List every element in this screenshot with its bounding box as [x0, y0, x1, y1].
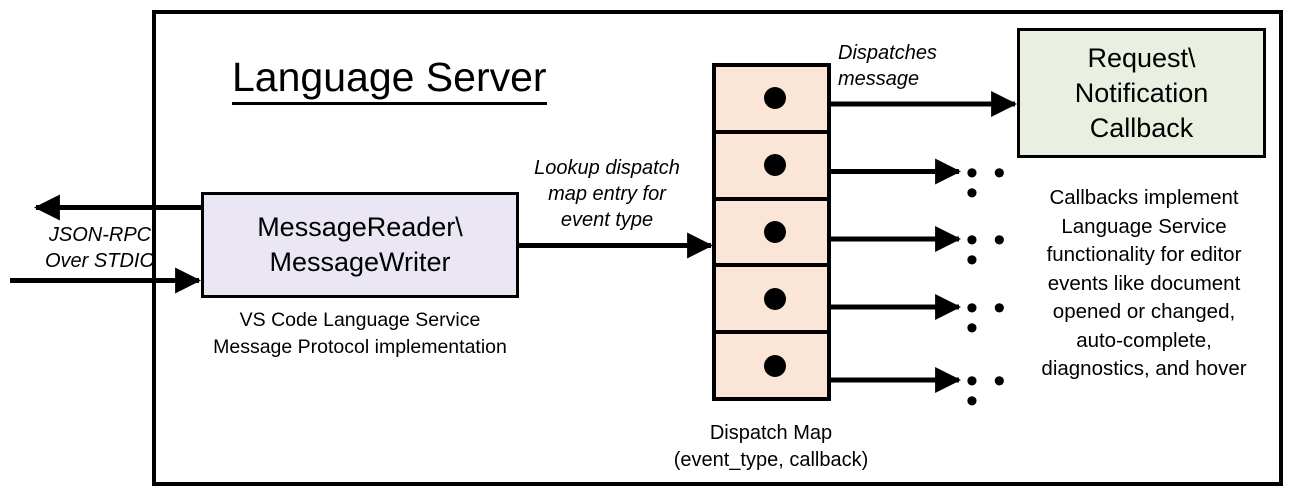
message-box-caption-line2: Message Protocol implementation [213, 336, 507, 358]
dispatch-map-row[interactable] [716, 134, 827, 201]
callback-entry-dot-icon [764, 220, 786, 243]
message-box-caption: VS Code Language Service Message Protoco… [186, 307, 534, 361]
dispatch-map-row[interactable] [716, 334, 827, 397]
dispatch-map-row[interactable] [716, 267, 827, 335]
external-protocol-label-line1: JSON-RPC [48, 224, 152, 246]
callback-box-line1: Request\ [1087, 42, 1196, 73]
dispatch-map-caption-line1: Dispatch Map [709, 422, 833, 444]
callback-entry-dot-icon [764, 154, 786, 177]
external-protocol-label-line2: Over STDIO [44, 250, 155, 272]
ellipsis-row-3: • • • [966, 221, 1009, 279]
callback-caption-line4: events like document [1047, 271, 1241, 295]
diagram-title-text: Language Server [232, 54, 547, 105]
dispatch-map-caption-line2: (event_type, callback) [673, 449, 869, 471]
dispatch-map-row[interactable] [716, 67, 827, 134]
message-box-caption-line1: VS Code Language Service [239, 309, 481, 331]
external-protocol-label: JSON-RPC Over STDIO [20, 222, 180, 274]
language-server-boundary [152, 10, 1283, 486]
message-box-line2: MessageWriter [269, 247, 451, 277]
ellipsis-row-5: • • • [966, 362, 1009, 420]
callback-caption-line2: Language Service [1061, 214, 1227, 238]
message-reader-writer-box[interactable]: MessageReader\ MessageWriter [201, 192, 519, 298]
ellipsis-row-2: • • • [966, 154, 1009, 212]
lookup-edge-label-line3: event type [560, 209, 654, 231]
dispatch-edge-label: Dispatches message [838, 40, 998, 92]
callback-box-line3: Callback [1089, 112, 1194, 143]
lookup-edge-label-line2: map entry for [548, 183, 666, 205]
callback-caption-line5: opened or changed, [1052, 300, 1236, 323]
message-box-line1: MessageReader\ [257, 212, 463, 242]
callback-caption-line3: functionality for editor [1046, 243, 1242, 266]
callback-caption-line7: diagnostics, and hover [1041, 357, 1247, 380]
dispatch-map-row[interactable] [716, 201, 827, 268]
callback-entry-dot-icon [764, 354, 786, 377]
callback-entry-dot-icon [764, 287, 786, 310]
callback-box-line2: Notification [1074, 77, 1209, 108]
dispatch-edge-label-line1: Dispatches [838, 42, 937, 64]
callback-caption-line6: auto-complete, [1076, 328, 1212, 352]
lookup-edge-label: Lookup dispatch map entry for event type [512, 155, 702, 233]
ellipsis-row-4: • • • [966, 289, 1009, 347]
request-notification-callback-box[interactable]: Request\ Notification Callback [1017, 28, 1266, 158]
callback-entry-dot-icon [764, 87, 786, 110]
lookup-edge-label-line1: Lookup dispatch [534, 157, 680, 179]
dispatch-map-caption: Dispatch Map (event_type, callback) [636, 420, 906, 474]
callback-caption-line1: Callbacks implement [1049, 186, 1239, 209]
diagram-title: Language Server [232, 52, 652, 105]
dispatch-edge-label-line2: message [838, 68, 920, 90]
dispatch-map-table[interactable] [712, 63, 831, 401]
callback-box-caption: Callbacks implement Language Service fun… [1008, 184, 1280, 384]
